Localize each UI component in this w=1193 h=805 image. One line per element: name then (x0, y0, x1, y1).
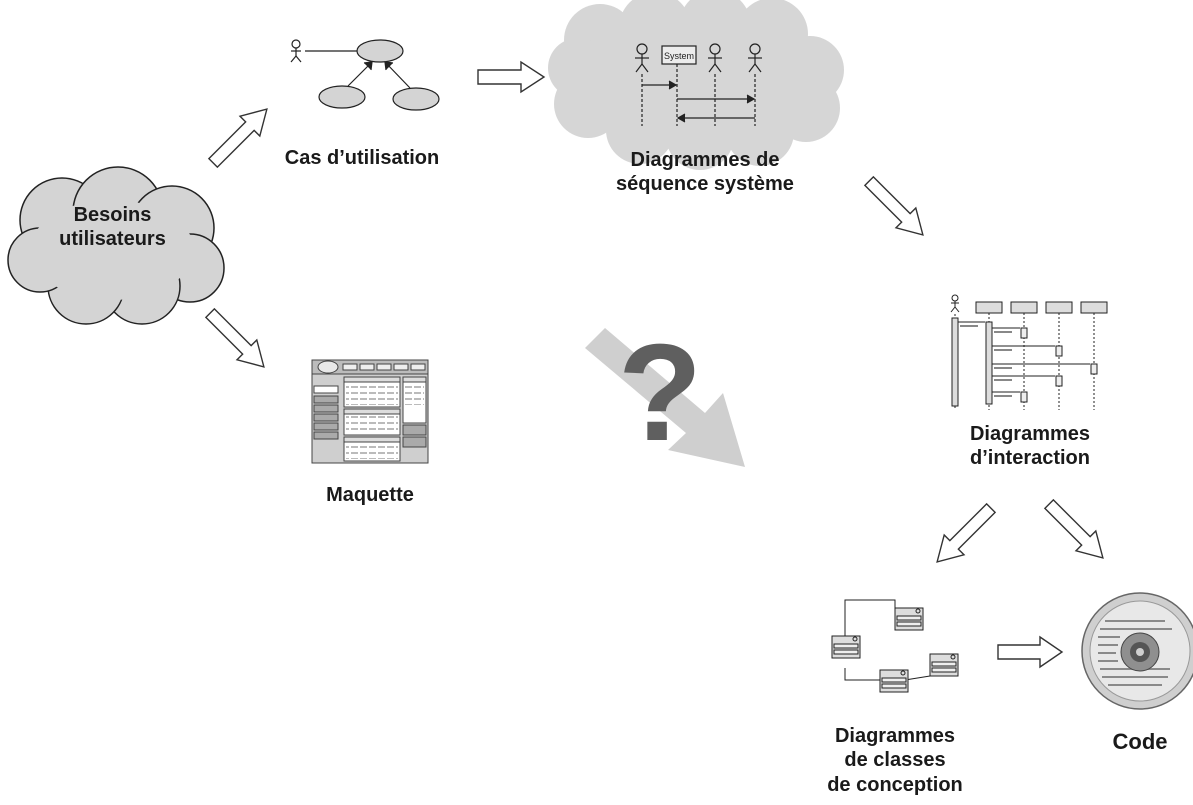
label-maquette: Maquette (326, 484, 414, 506)
cd-disc-icon (1081, 592, 1193, 710)
arrow-interaction-to-code (1043, 498, 1104, 559)
label-code: Code (1112, 729, 1168, 754)
interaction-diagram (950, 294, 1108, 410)
actor-icon (635, 43, 649, 73)
flow-arrows (204, 60, 1104, 669)
arrow-besoins-to-cas (207, 108, 268, 169)
system-label: System (664, 51, 694, 61)
actor-icon (708, 43, 722, 73)
arrow-dss-to-interaction (863, 175, 924, 236)
actor-icon (290, 39, 302, 63)
cloud-dss (548, 0, 844, 170)
maquette-mockup (311, 359, 429, 464)
actor-icon (950, 294, 960, 313)
cloud-besoins (7, 166, 225, 325)
label-interaction: Diagrammes d’interaction (969, 423, 1091, 470)
arrow-classes-to-code (997, 635, 1064, 669)
actor-icon (748, 43, 762, 73)
arrow-besoins-to-maquette (204, 307, 265, 368)
use-case-diagram (290, 39, 440, 111)
arrow-cas-to-dss (477, 60, 546, 94)
class-diagram (831, 599, 959, 693)
sequence-system-diagram (635, 43, 762, 126)
label-classes-conception: Diagrammes de classes de conception (827, 725, 963, 796)
question-arrow (585, 328, 745, 467)
label-dss: Diagrammes de séquence système (616, 149, 794, 196)
arrow-interaction-to-classes (936, 502, 997, 563)
label-cas-utilisation: Cas d’utilisation (284, 147, 440, 169)
label-besoins: Besoins utilisateurs (59, 204, 166, 251)
question-mark-icon: ? (618, 316, 702, 470)
